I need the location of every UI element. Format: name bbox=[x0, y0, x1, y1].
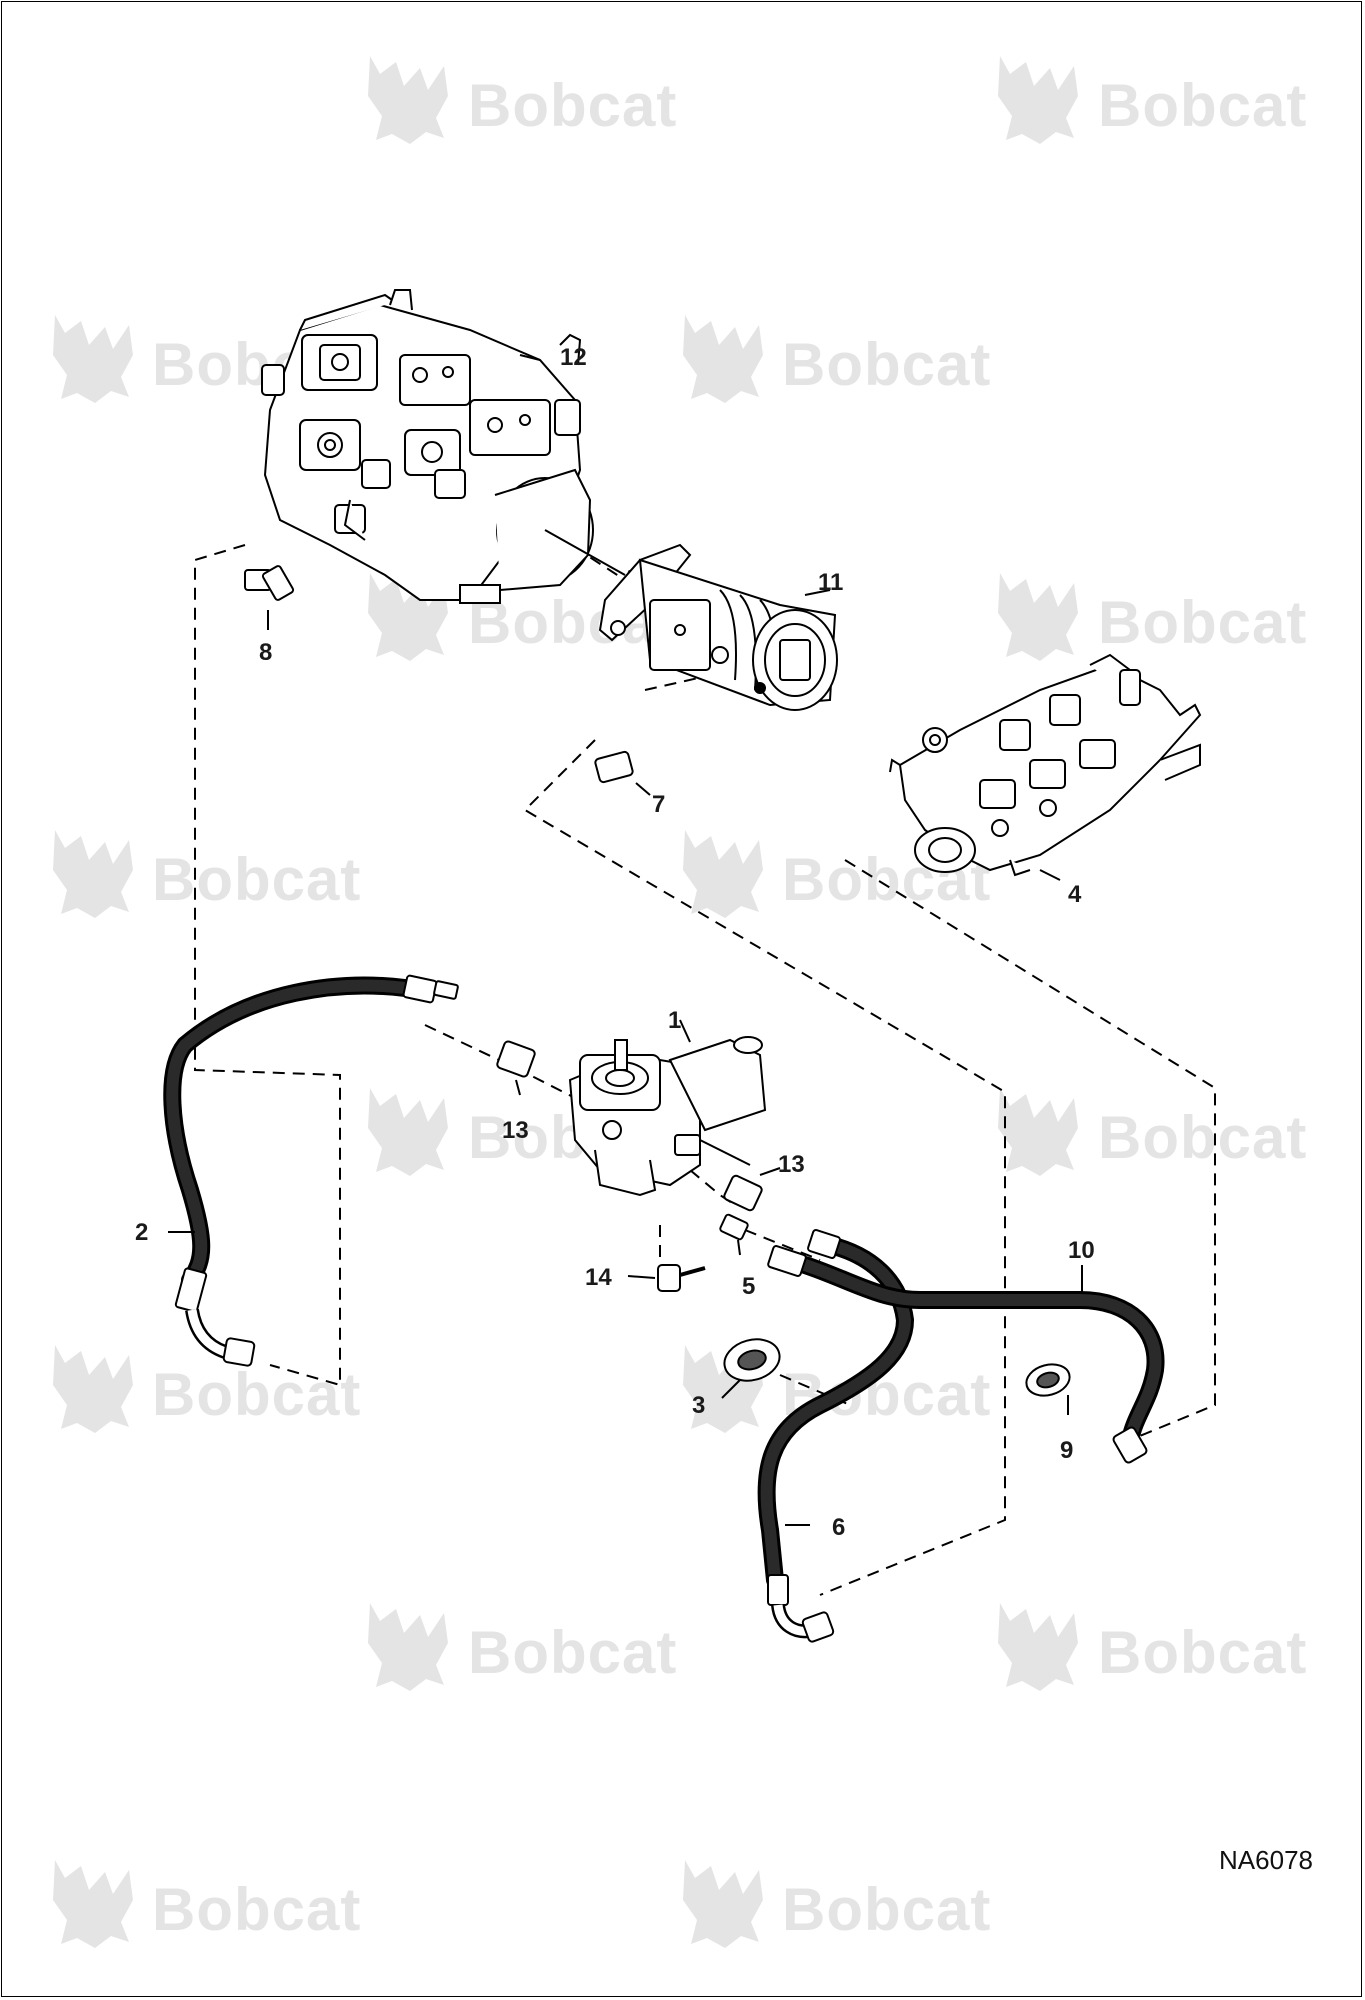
watermark-text: Bobcat bbox=[1098, 1104, 1307, 1171]
callout-9: 9 bbox=[1060, 1437, 1073, 1464]
leader-lines bbox=[168, 354, 1083, 1526]
hose-2 bbox=[163, 974, 459, 1367]
hydrostatic-pump bbox=[261, 289, 594, 604]
adapter-fitting-13b bbox=[723, 1174, 763, 1212]
callout-4: 4 bbox=[1068, 881, 1082, 908]
watermark-text: Bobcat bbox=[468, 1619, 677, 1686]
watermark-text: Bobcat bbox=[782, 331, 991, 398]
callout-5: 5 bbox=[742, 1273, 755, 1300]
callout-2: 2 bbox=[135, 1219, 148, 1246]
adapter-fitting-13a bbox=[496, 1040, 536, 1078]
callout-7: 7 bbox=[652, 791, 665, 818]
watermark-text: Bobcat bbox=[1098, 589, 1307, 656]
callout-1: 1 bbox=[668, 1007, 681, 1034]
callout-8: 8 bbox=[259, 639, 272, 666]
fittings bbox=[244, 565, 1071, 1397]
callout-14: 14 bbox=[585, 1264, 612, 1291]
gear-pump bbox=[598, 543, 838, 711]
callout-13-left: 13 bbox=[502, 1117, 529, 1144]
elbow-fitting-14 bbox=[657, 1264, 681, 1292]
callout-12: 12 bbox=[560, 344, 587, 371]
callout-11: 11 bbox=[818, 569, 843, 596]
callout-6: 6 bbox=[832, 1514, 845, 1541]
adapter-fitting-7 bbox=[594, 750, 634, 784]
callout-labels: 12 11 8 7 4 1 13 13 2 14 5 10 3 9 6 bbox=[135, 344, 1095, 1541]
hose-10 bbox=[767, 1245, 1165, 1464]
watermark-text: Bobcat bbox=[152, 1876, 361, 1943]
callout-3: 3 bbox=[692, 1392, 705, 1419]
hose-6 bbox=[757, 1228, 915, 1643]
watermark-text: Bobcat bbox=[782, 1876, 991, 1943]
drawing-number: NA6078 bbox=[1219, 1845, 1313, 1875]
callout-10: 10 bbox=[1068, 1237, 1095, 1264]
watermark-text: Bobcat bbox=[468, 72, 677, 139]
control-valve bbox=[889, 653, 1202, 877]
adapter-fitting-5 bbox=[719, 1213, 749, 1241]
watermark-text: Bobcat bbox=[1098, 1619, 1307, 1686]
steering-valve bbox=[568, 1036, 767, 1197]
shaft-line bbox=[544, 529, 626, 576]
watermark-text: Bobcat bbox=[152, 1361, 361, 1428]
watermark-text: Bobcat bbox=[152, 846, 361, 913]
callout-13-right: 13 bbox=[778, 1151, 805, 1178]
watermark-text: Bobcat bbox=[1098, 72, 1307, 139]
